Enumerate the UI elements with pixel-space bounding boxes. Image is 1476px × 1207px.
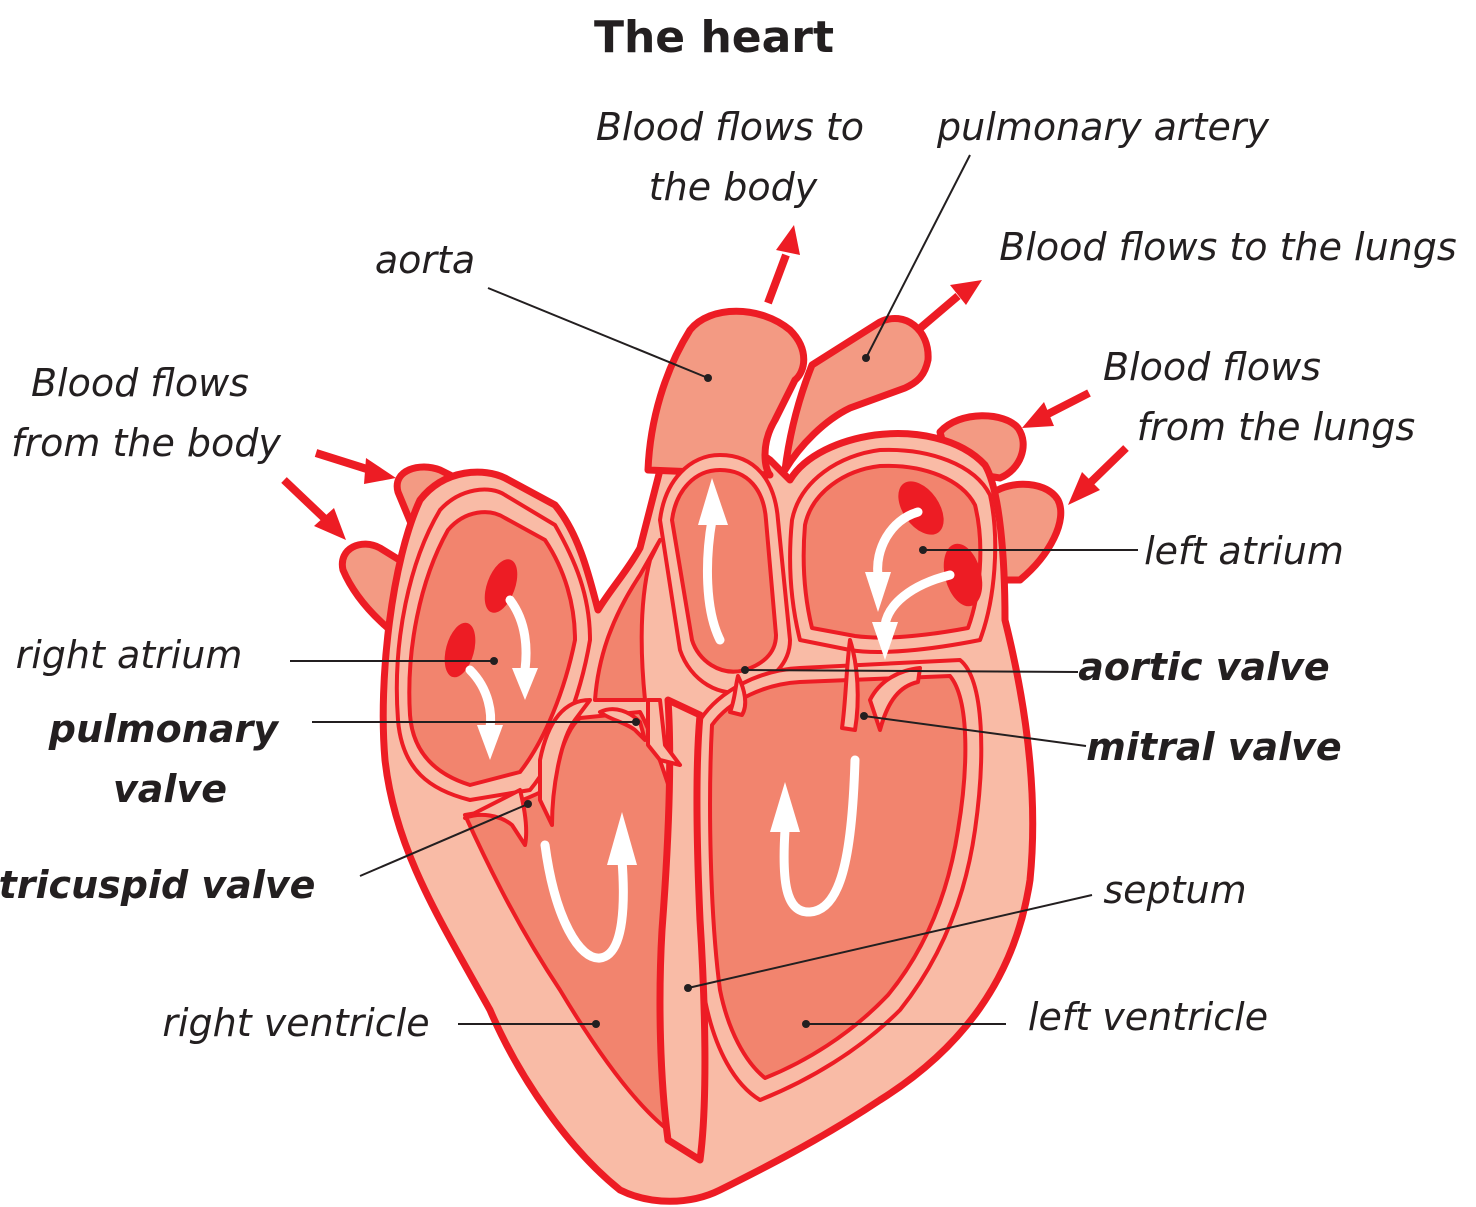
diagram-title: The heart — [594, 12, 834, 63]
label-aorta: aorta — [375, 238, 475, 282]
label-aortic-valve: aortic valve — [1078, 645, 1329, 689]
label-pulmonary-valve: pulmonary valve — [48, 707, 291, 811]
label-septum: septum — [1103, 868, 1246, 912]
label-blood-from-lungs: Blood flows from the lungs — [1103, 345, 1415, 449]
label-left-ventricle: left ventricle — [1028, 995, 1268, 1039]
label-pulmonary-artery: pulmonary artery — [936, 105, 1269, 149]
label-blood-to-body: Blood flows to the body — [596, 105, 876, 209]
label-right-atrium: right atrium — [16, 633, 243, 677]
septum — [660, 700, 705, 1160]
label-tricuspid-valve: tricuspid valve — [0, 863, 315, 907]
label-left-atrium: left atrium — [1144, 529, 1344, 573]
label-blood-to-lungs: Blood flows to the lungs — [999, 225, 1456, 269]
aorta — [648, 311, 804, 475]
label-mitral-valve: mitral valve — [1086, 725, 1341, 769]
label-right-ventricle: right ventricle — [162, 1001, 429, 1045]
label-blood-from-body: Blood flows from the body — [11, 361, 281, 465]
